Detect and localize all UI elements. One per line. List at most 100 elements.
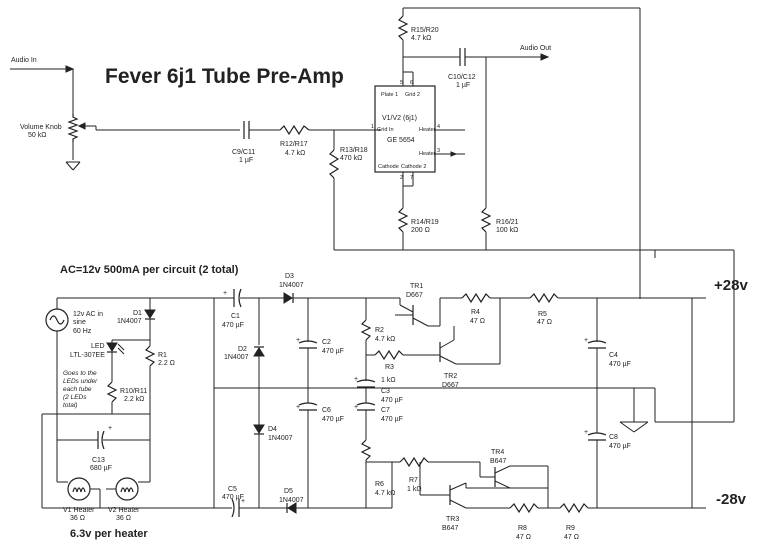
- rail-positive-label: +28v: [714, 277, 748, 294]
- transistor-tr2: TR2 D667: [412, 298, 501, 389]
- c13-plus: +: [108, 425, 112, 432]
- r6-name: R6: [375, 481, 384, 488]
- r6-value: 4.7 kΩ: [375, 490, 395, 497]
- tube-part: GE 5654: [387, 137, 415, 144]
- r2-value: 4.7 kΩ: [375, 336, 395, 343]
- tr2-name: TR2: [444, 373, 457, 380]
- leds-note-line4: (2 LEDs: [63, 394, 87, 401]
- audio-input: Audio In: [10, 57, 75, 114]
- tube-pin-cathode2: Cathode 2: [401, 164, 426, 170]
- resistor-r12: R12/R17 4.7 kΩ: [279, 124, 380, 157]
- volume-knob: Volume Knob 50 kΩ: [20, 114, 240, 160]
- d2-value: 1N4007: [224, 354, 249, 361]
- tube-pin-heater1: Heater: [419, 127, 436, 133]
- diode-d4: D4 1N4007: [253, 424, 293, 442]
- r8-name: R8: [518, 525, 527, 532]
- tube-name: V1/V2 (6j1): [382, 115, 417, 122]
- r16-value: 100 kΩ: [496, 227, 518, 234]
- resistor-r3: R3 1 kΩ: [366, 349, 412, 384]
- tube-pin-6: 6: [410, 80, 413, 86]
- ac-source: 12v AC in sine 60 Hz: [45, 297, 214, 414]
- tube-pin-plate: Plate 1: [381, 92, 398, 98]
- c6-name: C6: [322, 407, 331, 414]
- c9-name: C9/C11: [232, 149, 255, 156]
- d2-name: D2: [238, 346, 247, 353]
- c3-value: 470 µF: [381, 397, 403, 404]
- c10-name: C10/C12: [448, 74, 476, 81]
- tube-pin-2: 2: [400, 175, 403, 181]
- r15-value: 4.7 kΩ: [411, 35, 431, 42]
- leds-note-line3: each tube: [63, 386, 92, 393]
- r3-value: 1 kΩ: [381, 377, 396, 384]
- supply-note: AC=12v 500mA per circuit (2 total): [60, 264, 239, 276]
- r9-value: 47 Ω: [564, 534, 579, 541]
- r3-name: R3: [385, 364, 394, 371]
- heater-v1: V1 Heater 36 Ω: [56, 440, 101, 522]
- r16-name: R16/21: [496, 219, 519, 226]
- transistor-tr4: TR4 B647: [479, 449, 549, 508]
- resistor-r14: R14/R19 200 Ω: [397, 186, 439, 250]
- resistor-r1: R1 2.2 Ω: [144, 340, 175, 414]
- tr4-value: B647: [490, 458, 506, 465]
- c3-plus: +: [354, 376, 358, 383]
- capacitor-c2: + C2 470 µF: [296, 298, 344, 403]
- c13-name: C13: [92, 457, 105, 464]
- audio-in-label: Audio In: [11, 57, 37, 64]
- led-value: LTL-307EE: [70, 352, 105, 359]
- r7-value: 1 kΩ: [407, 486, 422, 493]
- r5-name: R5: [538, 311, 547, 318]
- r12-value: 4.7 kΩ: [285, 150, 305, 157]
- r9-name: R9: [566, 525, 575, 532]
- r12-name: R12/R17: [280, 141, 308, 148]
- resistor-r13: R13/R18 470 kΩ: [328, 130, 368, 250]
- tube-pin-1: 1: [371, 124, 374, 130]
- c9-value: 1 µF: [239, 157, 253, 164]
- resistor-r16: R16/21 100 kΩ: [480, 57, 519, 250]
- c4-plus: +: [584, 337, 588, 344]
- r10-value: 2.2 kΩ: [124, 396, 144, 403]
- c8-plus: +: [584, 429, 588, 436]
- tube-pin-heater2: Heater: [419, 151, 436, 157]
- d3-value: 1N4007: [279, 282, 304, 289]
- heater-note: 6.3v per heater: [70, 528, 148, 540]
- transistor-tr3: TR3 B647: [391, 462, 510, 532]
- capacitor-c9: C9/C11 1 µF: [232, 121, 280, 164]
- r13-name: R13/R18: [340, 147, 368, 154]
- volume-knob-name: Volume Knob: [20, 124, 62, 131]
- capacitor-c13: + C13 680 µF: [57, 425, 150, 472]
- v1-heater-value: 36 Ω: [70, 515, 85, 522]
- diode-d3: D3 1N4007: [279, 273, 400, 304]
- tr4-name: TR4: [491, 449, 504, 456]
- d4-value: 1N4007: [268, 435, 293, 442]
- tube-pin-3: 3: [437, 148, 440, 154]
- tr3-value: B647: [442, 525, 458, 532]
- d1-name: D1: [133, 310, 142, 317]
- d5-name: D5: [284, 488, 293, 495]
- c2-name: C2: [322, 339, 331, 346]
- d5-value: 1N4007: [279, 497, 304, 504]
- capacitor-c1: + C1 470 µF: [214, 288, 284, 329]
- r14-name: R14/R19: [411, 219, 439, 226]
- resistor-r15: R15/R20 4.7 kΩ: [397, 7, 640, 72]
- led-name: LED: [91, 343, 105, 350]
- resistor-r4: R4 47 Ω: [461, 292, 530, 325]
- capacitor-c4: + C4 470 µF: [584, 298, 631, 433]
- resistor-r10: R10/R11 2.2 kΩ: [106, 366, 147, 414]
- v2-heater-name: V2 Heater: [108, 507, 140, 514]
- c6-value: 470 µF: [322, 416, 344, 423]
- r13-value: 470 kΩ: [340, 155, 362, 162]
- tr1-value: D667: [406, 292, 423, 299]
- resistor-r2: R2 4.7 kΩ: [360, 298, 395, 355]
- tr1-name: TR1: [410, 283, 423, 290]
- tube-v1-v2: V1/V2 (6j1) GE 5654 Plate 1 Grid 2 Grid …: [371, 71, 465, 187]
- c3-name: C3: [381, 388, 390, 395]
- resistor-r8: R8 47 Ω: [509, 502, 560, 541]
- r5-value: 47 Ω: [537, 319, 552, 326]
- c10-value: 1 µF: [456, 82, 470, 89]
- tube-pin-5: 5: [400, 80, 403, 86]
- tube-pin-4: 4: [437, 124, 440, 130]
- r15-name: R15/R20: [411, 27, 439, 34]
- c7-value: 470 µF: [381, 416, 403, 423]
- heater-v2: V2 Heater 36 Ω: [106, 440, 151, 522]
